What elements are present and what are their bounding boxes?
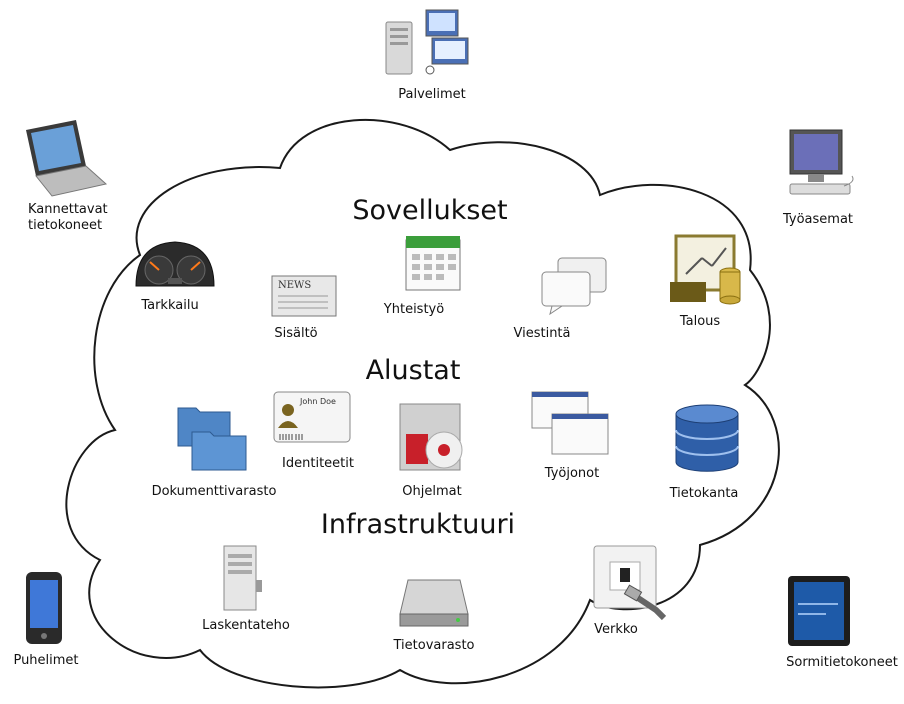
content-label: Sisältö (274, 326, 318, 341)
finance-label: Talous (679, 314, 721, 329)
communication-label: Viestintä (513, 326, 571, 341)
speech-bubbles-icon (540, 256, 610, 316)
gauge-icon (132, 236, 218, 292)
queues-label: Työjonot (544, 466, 600, 481)
software-label: Ohjelmat (402, 484, 462, 499)
document-storage-label: Dokumenttivarasto (151, 484, 277, 499)
id-card-name-text: John Doe (299, 397, 336, 406)
calendar-icon (402, 232, 466, 296)
laptop-icon (14, 118, 109, 198)
servers-icon (384, 8, 474, 80)
tablet-icon (786, 574, 852, 648)
server-tower-icon (218, 544, 264, 614)
network-label: Verkko (594, 622, 638, 637)
phone-icon (24, 570, 64, 646)
queue-windows-icon (530, 390, 612, 460)
newspaper-news-text: NEWS (278, 280, 311, 291)
network-socket-icon (592, 544, 672, 624)
storage-label: Tietovarasto (393, 638, 475, 653)
database-label: Tietokanta (669, 486, 739, 501)
collaboration-label: Yhteistyö (383, 302, 445, 317)
database-icon (672, 404, 742, 474)
folders-icon (176, 402, 250, 474)
section-title-applications: Sovellukset (352, 195, 508, 226)
disk-drive-icon (398, 574, 470, 630)
section-title-platform: Alustat (365, 355, 461, 386)
servers-label: Palvelimet (398, 87, 466, 102)
workstation-icon (786, 128, 858, 200)
laptops-label: Kannettavat tietokoneet (28, 202, 108, 234)
identity-label: Identiteetit (282, 456, 354, 471)
phones-label: Puhelimet (13, 653, 79, 668)
finance-icon (668, 234, 748, 306)
laptops-label-line1: Kannettavat (28, 202, 108, 217)
section-title-infrastructure: Infrastruktuuri (320, 509, 516, 540)
monitoring-label: Tarkkailu (141, 298, 199, 313)
compute-label: Laskentateho (202, 618, 290, 633)
newspaper-icon: NEWS (270, 272, 344, 320)
id-card-icon: John Doe (272, 390, 352, 444)
tablets-label: Sormitietokoneet (786, 655, 898, 670)
laptops-label-line2: tietokoneet (28, 218, 103, 233)
workstations-label: Työasemat (782, 212, 854, 227)
software-box-icon (396, 400, 468, 474)
